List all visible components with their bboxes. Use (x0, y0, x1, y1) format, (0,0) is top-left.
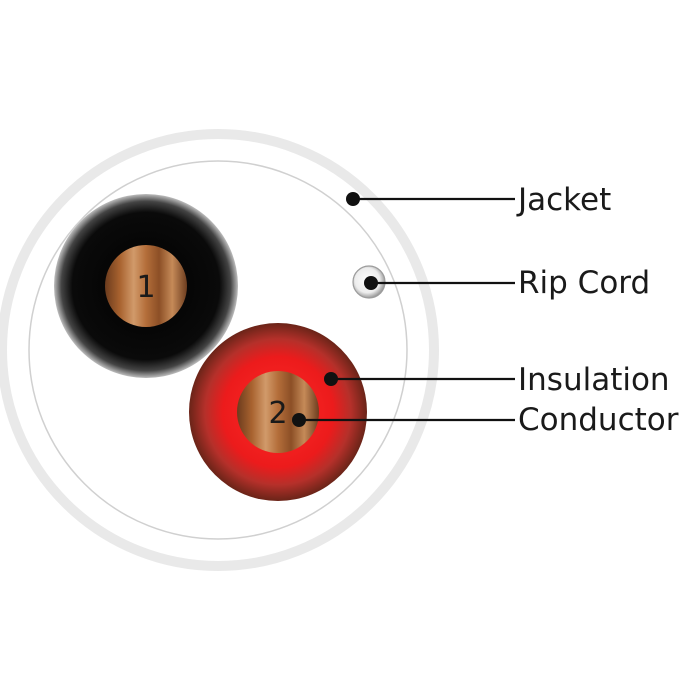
leader-insulation (324, 372, 515, 386)
conductor-2-number: 2 (268, 396, 287, 431)
copper-core-1 (105, 245, 187, 327)
conductor-label: Conductor (518, 402, 679, 438)
copper-core-2 (237, 371, 319, 453)
conductor-1-number: 1 (136, 270, 155, 305)
leader-jacket (346, 192, 515, 206)
jacket-label: Jacket (516, 182, 611, 218)
leader-rip-cord (364, 276, 515, 290)
rip-cord-label: Rip Cord (518, 265, 650, 301)
conductor-1: 1 (54, 194, 238, 378)
insulation-label: Insulation (518, 362, 670, 398)
leader-conductor (292, 413, 515, 427)
conductor-2: 2 (189, 323, 367, 501)
